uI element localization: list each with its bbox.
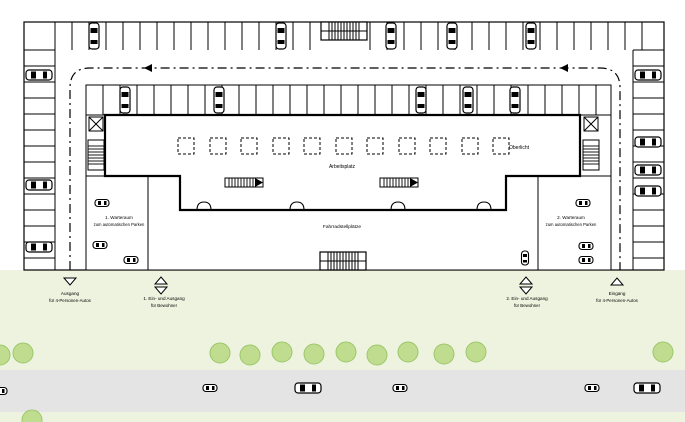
warteraum-1 <box>85 175 149 271</box>
skylight-icon <box>209 137 227 155</box>
warteraum-1-sublabel: zum automatischen Parken <box>94 222 145 227</box>
car-icon <box>415 86 427 114</box>
car-icon <box>25 241 53 253</box>
car-icon <box>578 241 594 251</box>
ausgang-label: Ausgang <box>61 291 80 296</box>
car-icon <box>634 164 662 176</box>
car-icon <box>634 69 662 81</box>
tree-icon <box>303 343 325 365</box>
car-icon <box>520 250 530 266</box>
stair-icon <box>224 177 264 188</box>
fahrradstellplaetze-label: Fahrradstellplätze <box>323 224 361 230</box>
tree-icon <box>652 341 674 363</box>
car-icon <box>446 22 458 50</box>
arrow-icon <box>518 276 534 295</box>
tree-icon <box>239 344 261 366</box>
car-icon <box>392 383 408 393</box>
tree-icon <box>21 409 43 422</box>
circulation-path <box>69 67 621 270</box>
car-icon <box>462 86 474 114</box>
car-icon <box>584 383 600 393</box>
car-icon <box>0 386 8 396</box>
car-icon <box>213 86 225 114</box>
arrow-icon <box>153 276 169 295</box>
left-core <box>87 116 105 171</box>
arrow-icon <box>144 64 152 72</box>
car-icon <box>578 255 594 265</box>
skylight-icon <box>461 137 479 155</box>
tree-icon <box>12 342 34 364</box>
car-icon <box>94 198 110 208</box>
car-icon <box>25 69 53 81</box>
ein-ausgang-1-sublabel: für Bewohner <box>151 303 178 308</box>
tree-icon <box>271 341 293 363</box>
skylight-icon <box>398 137 416 155</box>
left-parking-row <box>24 49 56 270</box>
warteraum-2-label: 2. Warteraum <box>557 215 585 220</box>
ein-ausgang-2-sublabel: für Bewohner <box>514 303 541 308</box>
skylight-icon <box>492 137 510 155</box>
tree-icon <box>209 342 231 364</box>
skylight-icon <box>177 137 195 155</box>
car-icon <box>634 185 662 197</box>
arbeitsplatz-label: Arbeitsplatz <box>329 164 356 170</box>
tree-icon <box>397 341 419 363</box>
car-icon <box>202 383 218 393</box>
inner-parking-row <box>85 84 612 116</box>
skylight-icon <box>240 137 258 155</box>
warteraum-2-sublabel: zum automatischen Parken <box>546 222 597 227</box>
skylight-icon <box>272 137 290 155</box>
door-row <box>196 201 492 211</box>
car-icon <box>525 22 537 50</box>
tree-icon <box>433 343 455 365</box>
ausgang-sublabel: für 4-Personen-Autos <box>49 298 92 303</box>
arrow-icon <box>609 277 625 286</box>
skylight-icon <box>335 137 353 155</box>
skylight-icon <box>303 137 321 155</box>
eingang-label: Eingang <box>609 291 626 296</box>
lawn-band-bottom <box>0 412 685 422</box>
bike-stand-icon <box>196 201 212 211</box>
stair-icon <box>320 21 368 41</box>
road-band <box>0 370 685 412</box>
car-icon <box>294 382 322 394</box>
car-icon <box>119 86 131 114</box>
tree-icon <box>366 344 388 366</box>
ein-ausgang-2-label: 2. Ein- und Ausgang <box>506 296 548 301</box>
oberlicht-label: Oberlicht <box>509 145 530 151</box>
stair-icon <box>379 177 419 188</box>
car-icon <box>25 179 53 191</box>
warteraum-2 <box>537 175 612 271</box>
warteraum-1-label: 1. Warteraum <box>105 215 133 220</box>
car-icon <box>88 22 100 50</box>
skylight-icon <box>429 137 447 155</box>
tree-row <box>0 341 674 422</box>
car-icon <box>92 240 108 250</box>
car-icon <box>633 382 661 394</box>
skylight-row <box>177 137 510 155</box>
bike-stand-icon <box>390 201 406 211</box>
car-icon <box>575 198 591 208</box>
car-icon <box>275 22 287 50</box>
right-core <box>582 116 600 171</box>
arrow-icon <box>62 277 78 286</box>
tree-icon <box>465 341 487 363</box>
car-icon <box>123 255 139 265</box>
car-icon <box>634 136 662 148</box>
tree-icon <box>335 341 357 363</box>
car-icon <box>385 22 397 50</box>
bike-stand-icon <box>289 201 305 211</box>
arrow-icon <box>560 64 568 72</box>
ein-ausgang-1-label: 1. Ein- und Ausgang <box>143 296 185 301</box>
car-icon <box>509 86 521 114</box>
stair-icon <box>319 251 367 271</box>
skylight-icon <box>366 137 384 155</box>
eingang-sublabel: für 4-Personen-Autos <box>596 298 639 303</box>
tree-icon <box>0 344 11 366</box>
bike-stand-icon <box>476 201 492 211</box>
